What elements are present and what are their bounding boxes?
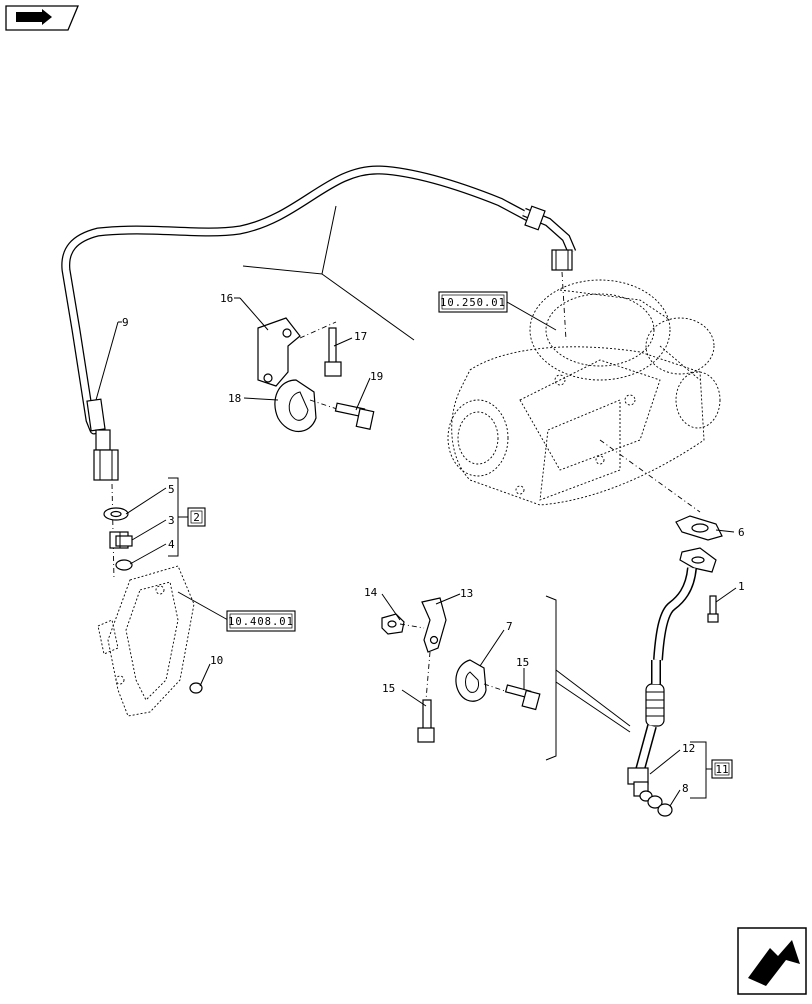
engine-housing-outline xyxy=(97,565,195,717)
kit-label: 2 xyxy=(193,511,200,524)
callout-13: 13 xyxy=(460,587,473,600)
kit-box-2[interactable]: 2 xyxy=(187,507,206,527)
callout-6: 6 xyxy=(738,526,745,539)
callout-14: 14 xyxy=(364,586,378,599)
callout-4: 4 xyxy=(168,538,175,551)
oil-feed-pipe xyxy=(61,165,577,481)
callout-12: 12 xyxy=(682,742,695,755)
washer-5 xyxy=(103,507,129,521)
o-ring-8 xyxy=(647,795,673,817)
bolt-15-left xyxy=(417,699,435,743)
gasket-6 xyxy=(675,515,723,541)
callout-9: 9 xyxy=(122,316,129,329)
callout-17: 17 xyxy=(354,330,367,343)
oil-return-pipe xyxy=(627,547,717,802)
callout-8: 8 xyxy=(682,782,689,795)
o-ring-4 xyxy=(115,559,133,571)
clamp-7 xyxy=(455,659,487,702)
bolt-17 xyxy=(324,327,342,377)
callout-18: 18 xyxy=(228,392,241,405)
callout-16: 16 xyxy=(220,292,233,305)
bolt-15-right xyxy=(504,684,541,711)
leader-lines xyxy=(95,297,737,807)
bolt-1 xyxy=(707,595,719,623)
callout-3: 3 xyxy=(168,514,175,527)
callout-labels: 9 5 3 4 10 16 18 17 19 6 1 12 8 14 13 7 … xyxy=(122,292,745,795)
reference-label: 10.250.01 xyxy=(440,297,506,309)
bracket-13 xyxy=(421,597,447,653)
next-page-arrow-icon[interactable] xyxy=(737,927,807,995)
kit-box-11[interactable]: 11 xyxy=(711,759,733,779)
callout-1: 1 xyxy=(738,580,745,593)
turbocharger-outline xyxy=(447,279,721,506)
callout-15-right: 15 xyxy=(516,656,529,669)
plug-10 xyxy=(189,682,203,694)
callout-7: 7 xyxy=(506,620,513,633)
reference-label: 10.408.01 xyxy=(228,616,294,628)
callout-19: 19 xyxy=(370,370,383,383)
callout-5: 5 xyxy=(168,483,175,496)
reference-box-10-250-01[interactable]: 10.250.01 xyxy=(438,291,508,313)
page-back-icon[interactable] xyxy=(5,5,79,31)
callout-10: 10 xyxy=(210,654,223,667)
bolt-19 xyxy=(334,402,375,430)
clamp-18 xyxy=(274,379,317,433)
adapter-3 xyxy=(109,531,133,549)
callout-15-left: 15 xyxy=(382,682,395,695)
kit-label: 11 xyxy=(715,763,728,776)
bracket-16 xyxy=(257,317,301,387)
reference-box-10-408-01[interactable]: 10.408.01 xyxy=(226,610,296,632)
